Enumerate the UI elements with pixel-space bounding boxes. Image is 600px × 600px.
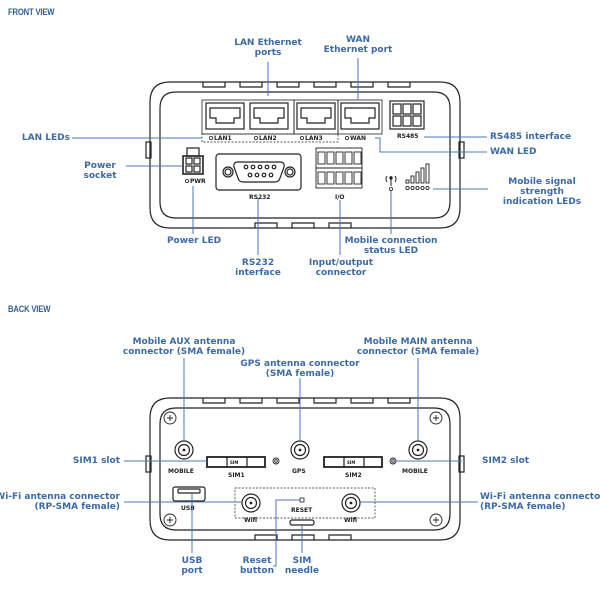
back-side-tab-left xyxy=(145,455,152,473)
gps-text: GPS xyxy=(292,468,306,475)
back-device xyxy=(145,397,465,541)
rs232-connector xyxy=(215,153,302,191)
signal-strength-leds xyxy=(405,163,430,191)
label-rs485: RS485 interface xyxy=(490,132,572,142)
rs485-connector xyxy=(389,100,425,130)
screw-icon xyxy=(429,411,443,425)
wifi-right-text: Wifi xyxy=(344,517,357,524)
wifi-right-connector xyxy=(341,493,361,513)
sim2-button xyxy=(389,457,397,465)
lan1-port xyxy=(205,102,245,130)
screws xyxy=(163,411,443,527)
label-usb: USB port xyxy=(181,556,203,576)
wifi-area xyxy=(234,487,376,519)
label-wifi-right: Wi-Fi antenna connector (RP-SMA female) xyxy=(480,492,600,512)
label-wan-led: WAN LED xyxy=(490,147,537,157)
label-mobile-aux: Mobile AUX antenna connector (SMA female… xyxy=(122,337,246,357)
sim-needle-slot xyxy=(289,519,315,526)
front-leader-lines xyxy=(72,58,488,255)
label-sim1: SIM1 slot xyxy=(72,456,120,466)
wifi-left-text: Wifi xyxy=(244,517,257,524)
front-side-tab-right xyxy=(458,141,465,159)
lan3-port xyxy=(296,102,336,130)
label-mobile-status: Mobile connection status LED xyxy=(344,236,438,256)
sim1-slot xyxy=(206,456,266,468)
gps-connector xyxy=(290,440,310,460)
lan1-text: LAN1 xyxy=(214,135,232,142)
front-view-title: FRONT VIEW xyxy=(8,7,55,17)
mobile-aux-connector xyxy=(174,440,194,460)
label-gps: GPS antenna connector (SMA female) xyxy=(240,359,360,379)
sim1-inner-text: SIM xyxy=(230,460,238,465)
rs485-text: RS485 xyxy=(397,133,418,140)
io-text: I/O xyxy=(335,194,345,201)
label-mobile-main: Mobile MAIN antenna connector (SMA femal… xyxy=(356,337,480,357)
back-casing-outer xyxy=(149,397,461,541)
label-rs232: RS232 interface xyxy=(235,258,281,278)
port-leds xyxy=(208,135,349,140)
pwr-text: PWR xyxy=(190,178,206,185)
power-socket xyxy=(182,147,204,175)
antenna-icon xyxy=(385,175,397,191)
rs232-text: RS232 xyxy=(249,194,270,201)
label-signal-leds: Mobile signal strength indication LEDs xyxy=(502,177,582,207)
wan-port xyxy=(340,102,380,130)
back-view-title: BACK VIEW xyxy=(8,304,51,314)
front-casing-inner xyxy=(159,91,451,219)
sim1-button xyxy=(272,457,280,465)
rj45-ports xyxy=(205,102,380,130)
io-connector xyxy=(315,147,363,189)
lan2-port xyxy=(249,102,289,130)
label-lan-ports: LAN Ethernet ports xyxy=(234,38,302,58)
label-sim-needle: SIM needle xyxy=(284,556,320,576)
label-sim2: SIM2 slot xyxy=(482,456,530,466)
screw-icon xyxy=(429,513,443,527)
front-top-vents xyxy=(202,82,411,88)
label-io: Input/output connector xyxy=(308,258,374,278)
front-device xyxy=(145,81,465,229)
label-wifi-left: Wi-Fi antenna connector (RP-SMA female) xyxy=(0,492,120,512)
front-bottom-vents xyxy=(254,222,352,228)
sim2-inner-text: SIM xyxy=(347,460,355,465)
mobile-main-connector xyxy=(408,440,428,460)
back-top-vents xyxy=(202,398,411,404)
back-leader-lines xyxy=(124,358,478,567)
reset-button-hole xyxy=(299,497,305,503)
screw-icon xyxy=(163,513,177,527)
back-bottom-vents xyxy=(254,534,352,540)
sim2-slot xyxy=(323,456,383,468)
usb-port xyxy=(172,486,206,502)
wifi-left-connector xyxy=(241,493,261,513)
label-power-socket: Power socket xyxy=(83,161,117,181)
lan3-text: LAN3 xyxy=(305,135,323,142)
label-wan-port: WAN Ethernet port xyxy=(323,35,393,55)
front-casing-outer xyxy=(149,81,461,229)
label-reset: Reset button xyxy=(239,556,275,576)
reset-text: RESET xyxy=(291,507,313,514)
sim2-text: SIM2 xyxy=(345,472,362,479)
back-side-tab-right xyxy=(458,455,465,473)
wan-text: WAN xyxy=(350,135,366,142)
label-power-led: Power LED xyxy=(166,236,222,246)
sim1-text: SIM1 xyxy=(228,472,245,479)
label-lan-leds: LAN LEDs xyxy=(21,133,70,143)
front-side-tab-left xyxy=(145,141,152,159)
lan2-text: LAN2 xyxy=(259,135,277,142)
screw-icon xyxy=(163,411,177,425)
mobile-left-text: MOBILE xyxy=(168,468,194,475)
usb-text: USB xyxy=(181,505,195,512)
mobile-right-text: MOBILE xyxy=(402,468,428,475)
power-led xyxy=(184,178,189,183)
back-casing-inner xyxy=(159,407,451,531)
